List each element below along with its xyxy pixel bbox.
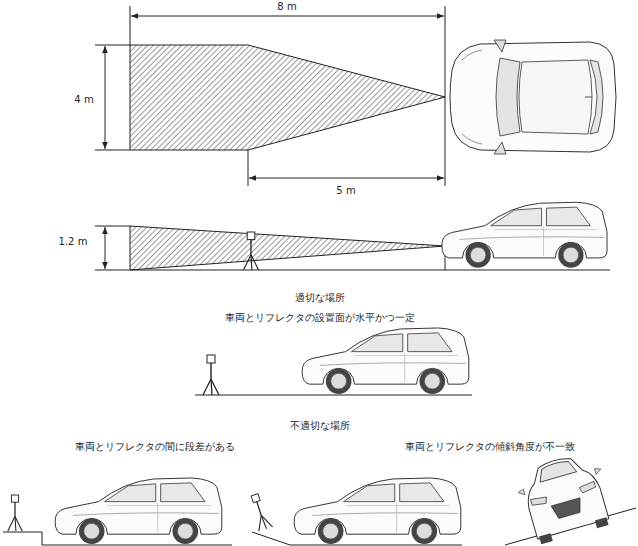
condition-note: 車両とリフレクタの傾斜角度が不一致 bbox=[405, 441, 575, 453]
car-front-view bbox=[512, 449, 616, 546]
condition-note: 車両とリフレクタの間に段差がある bbox=[75, 441, 235, 453]
section-heading: 適切な場所 bbox=[295, 292, 345, 304]
reflector bbox=[203, 355, 219, 395]
dimension-label: 8 m bbox=[277, 1, 296, 13]
condition-note: 車両とリフレクタの設置面が水平かつ一定 bbox=[225, 312, 415, 324]
car-side-view bbox=[302, 328, 469, 394]
dimension-label: 4 m bbox=[74, 94, 93, 106]
dimension-label: 5 m bbox=[336, 185, 355, 197]
reflector bbox=[243, 232, 258, 270]
dimension-label: 1.2 m bbox=[59, 236, 88, 248]
reflector bbox=[248, 493, 273, 532]
reflector bbox=[8, 495, 22, 531]
section-heading: 不適切な場所 bbox=[290, 420, 350, 432]
car-side-view bbox=[442, 202, 607, 267]
car-side-view bbox=[55, 478, 222, 544]
car-top-view bbox=[450, 40, 616, 154]
car-side-view bbox=[294, 478, 461, 544]
